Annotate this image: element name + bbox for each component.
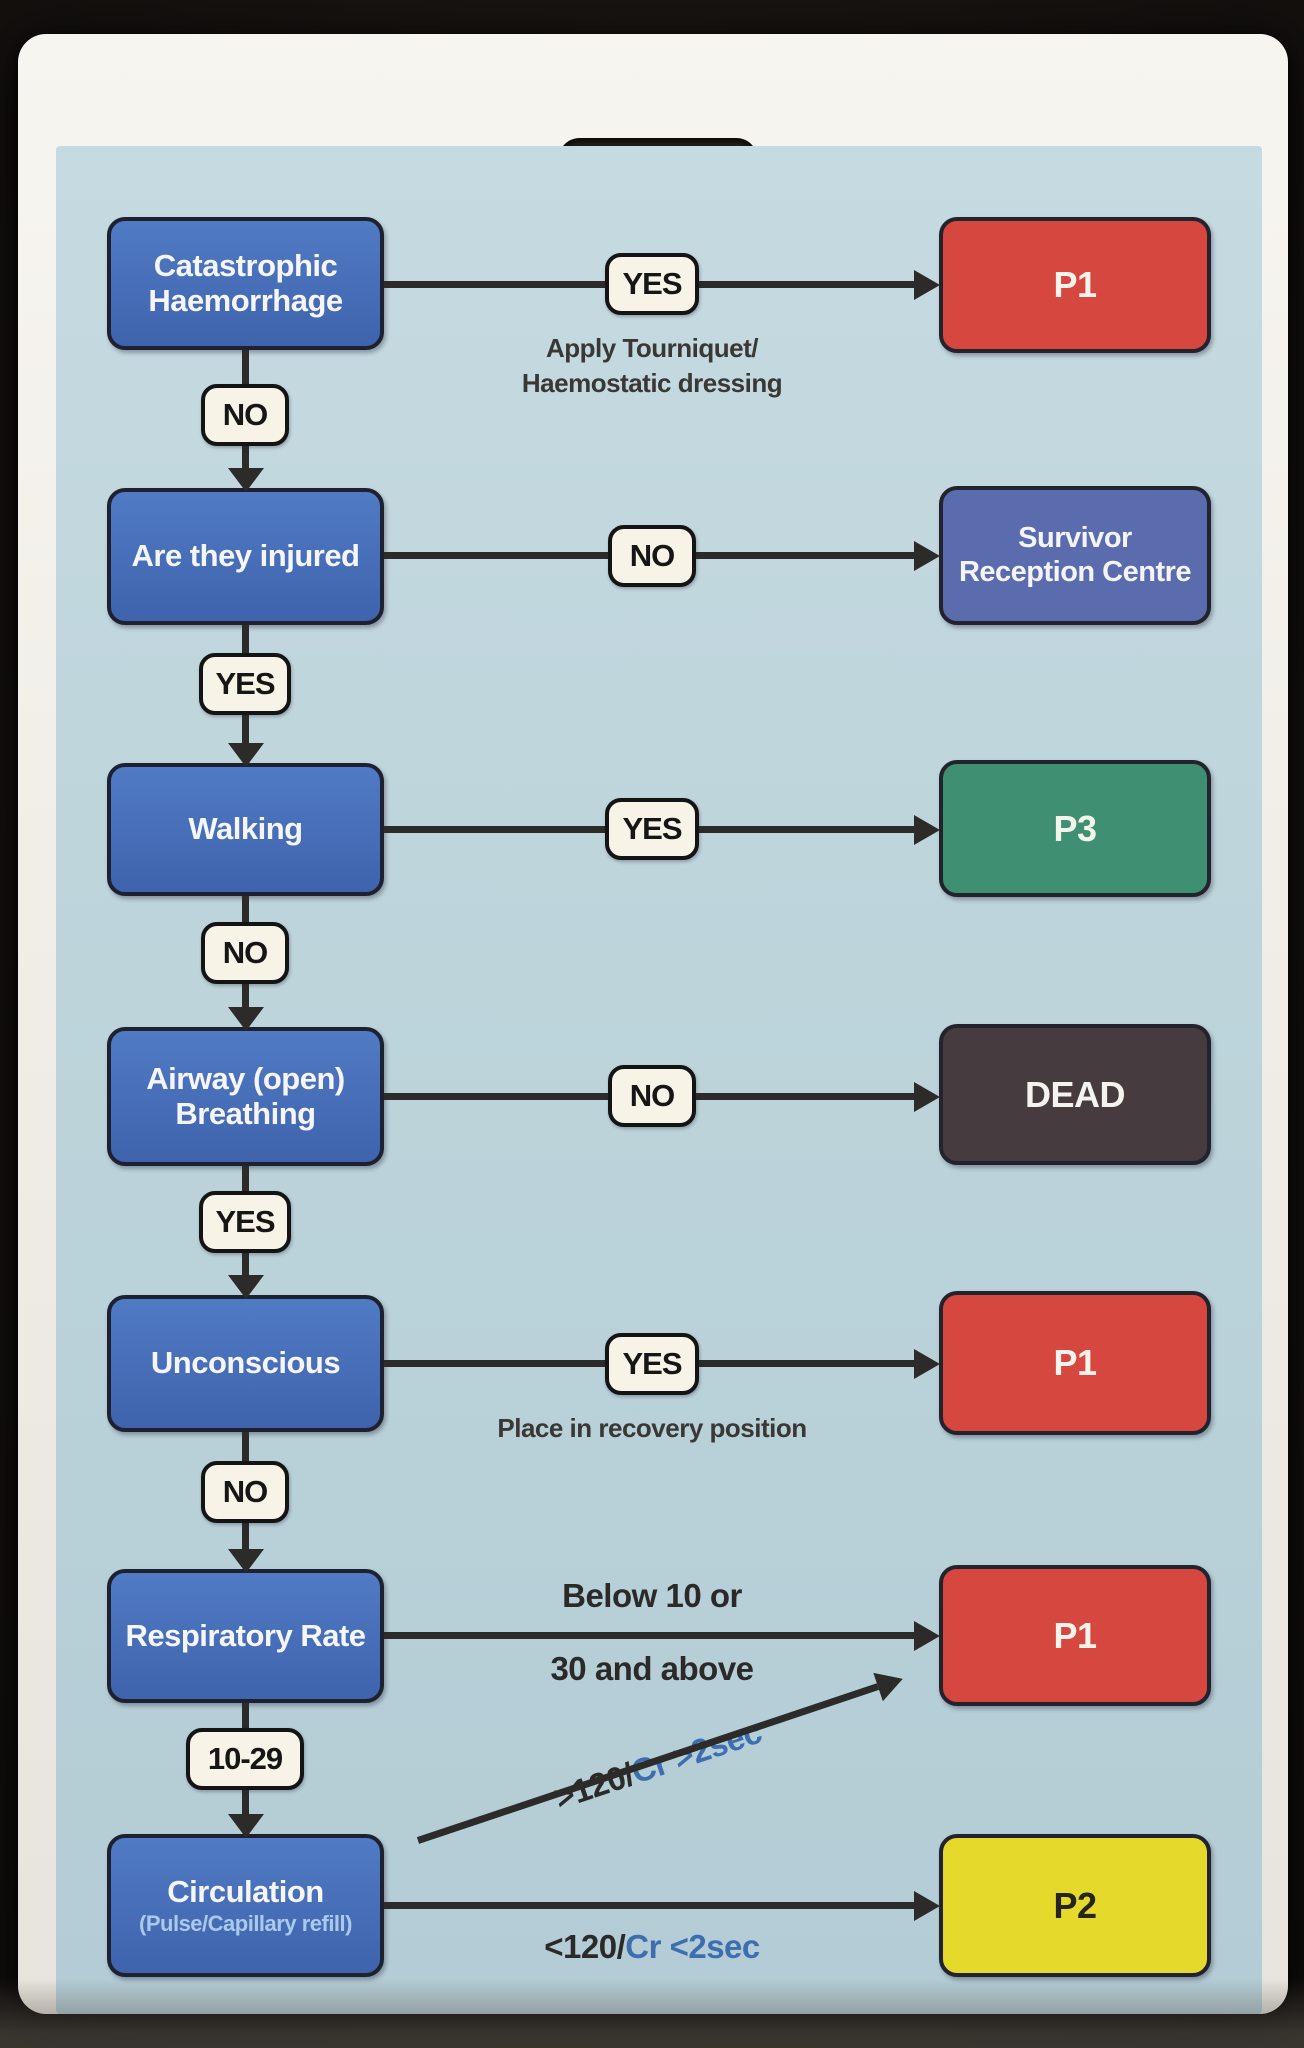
- question-label: Airway (open) Breathing: [146, 1060, 345, 1131]
- result-box-p3-walking: P3: [939, 760, 1211, 897]
- result-box-dead: DEAD: [939, 1024, 1211, 1165]
- result-label: DEAD: [1024, 1073, 1126, 1115]
- pill-label: NO: [222, 935, 268, 970]
- result-box-p2-circulation: P2: [939, 1834, 1211, 1977]
- result-label: P1: [1053, 1342, 1097, 1384]
- pill-no-airway: NO: [608, 1065, 696, 1127]
- result-box-p1-haemorrhage: P1: [939, 217, 1211, 353]
- question-label: Circulation: [167, 1873, 324, 1909]
- question-box-respiratory-rate: Respiratory Rate: [107, 1569, 384, 1703]
- note-recovery-position: Place in recovery position: [432, 1411, 872, 1446]
- arrow-resp-rate-to-p1: [384, 1632, 914, 1639]
- pill-no-walking: NO: [201, 922, 289, 984]
- question-sublabel: (Pulse/Capillary refill): [139, 1910, 352, 1936]
- pill-10-29-resp-rate: 10-29: [186, 1728, 304, 1790]
- result-label: Survivor Reception Centre: [958, 522, 1192, 588]
- note-line: Place in recovery position: [497, 1413, 807, 1443]
- pill-label: NO: [222, 1474, 268, 1509]
- pill-yes-injured: YES: [199, 653, 291, 715]
- result-box-p1-unconscious: P1: [939, 1291, 1211, 1435]
- pill-label: YES: [215, 666, 275, 701]
- question-box-are-they-injured: Are they injured: [107, 488, 384, 625]
- pill-label: YES: [622, 1346, 682, 1381]
- pill-yes-haemorrhage: YES: [605, 253, 699, 315]
- result-label: P1: [1053, 1614, 1097, 1656]
- result-box-p1-resp-rate: P1: [939, 1565, 1211, 1706]
- question-box-catastrophic-haemorrhage: Catastrophic Haemorrhage: [107, 217, 384, 350]
- pill-yes-walking: YES: [605, 798, 699, 860]
- pill-yes-unconscious: YES: [605, 1333, 699, 1395]
- question-box-unconscious: Unconscious: [107, 1295, 384, 1432]
- pill-no-injured: NO: [608, 525, 696, 587]
- note-line: Apply Tourniquet/: [546, 333, 759, 363]
- pill-label: NO: [629, 1078, 675, 1113]
- pill-no-haemorrhage: NO: [201, 384, 289, 446]
- arrowhead-down-1: [228, 468, 264, 492]
- pill-label: YES: [215, 1204, 275, 1239]
- question-label: Walking: [188, 811, 303, 847]
- question-box-walking: Walking: [107, 763, 384, 896]
- arrowhead-down-2: [228, 743, 264, 767]
- result-box-survivor-reception-centre: Survivor Reception Centre: [939, 486, 1211, 625]
- pill-label: YES: [622, 811, 682, 846]
- result-label: P2: [1053, 1884, 1097, 1926]
- arrowhead-down-5: [228, 1549, 264, 1573]
- question-label: Unconscious: [150, 1345, 341, 1381]
- question-label: Catastrophic Haemorrhage: [148, 247, 343, 318]
- arrowhead-down-4: [228, 1275, 264, 1299]
- pill-no-unconscious: NO: [201, 1461, 289, 1523]
- arrowhead-down-3: [228, 1007, 264, 1031]
- pill-label: YES: [622, 266, 682, 301]
- result-label: P3: [1053, 807, 1097, 849]
- question-label: Respiratory Rate: [125, 1617, 366, 1653]
- question-label: Are they injured: [131, 538, 361, 574]
- result-label: P1: [1053, 264, 1097, 306]
- label-below-10-or: Below 10 or: [562, 1577, 742, 1614]
- note-line: Haemostatic dressing: [521, 368, 783, 399]
- note-apply-tourniquet: Apply Tourniquet/ Haemostatic dressing: [452, 331, 852, 401]
- pill-label: NO: [629, 538, 675, 573]
- arrowhead-down-6: [228, 1814, 264, 1838]
- question-box-airway-breathing: Airway (open) Breathing: [107, 1027, 384, 1166]
- pill-yes-airway: YES: [199, 1191, 291, 1253]
- label-30-and-above: 30 and above: [550, 1650, 754, 1687]
- label-under-120-cr-under-2sec: <120/Cr <2sec: [544, 1928, 760, 1965]
- question-box-circulation: Circulation (Pulse/Capillary refill): [107, 1834, 384, 1977]
- pill-label: NO: [222, 397, 268, 432]
- triage-card: Catastrophic Haemorrhage YES Apply Tourn…: [18, 34, 1288, 2014]
- pill-label: 10-29: [207, 1741, 283, 1776]
- arrow-circulation-to-p2: [384, 1902, 914, 1909]
